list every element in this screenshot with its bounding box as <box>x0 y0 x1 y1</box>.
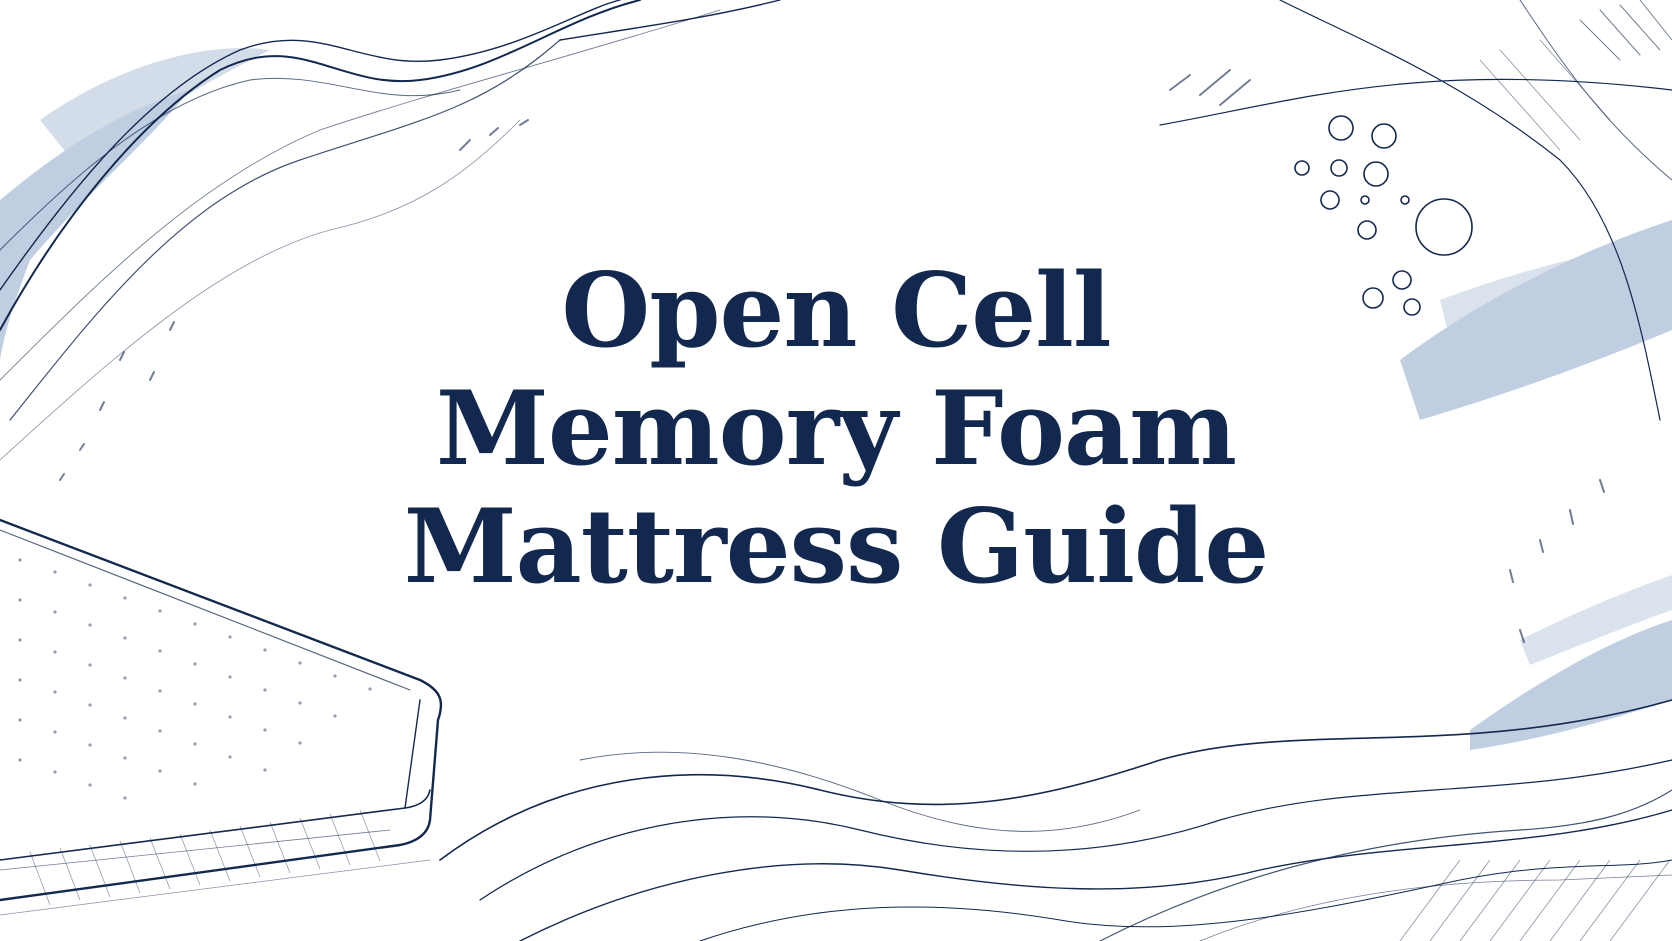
top-left-swoosh-lines <box>0 0 781 461</box>
mattress-foam-dots <box>18 558 372 800</box>
mattress-sketch <box>0 518 443 916</box>
mattress-side-hatching <box>29 809 381 906</box>
foam-bubbles <box>1294 115 1473 316</box>
scattered-dash-marks <box>59 69 1605 643</box>
blue-watercolor-wash <box>0 48 1672 750</box>
top-right-sweep-lines <box>1159 0 1672 421</box>
title-line-3: Mattress Guide <box>403 487 1269 607</box>
page-title: Open Cell Memory Foam Mattress Guide <box>236 252 1436 606</box>
title-line-2: Memory Foam <box>435 369 1237 489</box>
bottom-wave-lines <box>439 699 1672 941</box>
title-line-1: Open Cell <box>561 251 1111 371</box>
bottom-right-hatching <box>1399 859 1671 941</box>
